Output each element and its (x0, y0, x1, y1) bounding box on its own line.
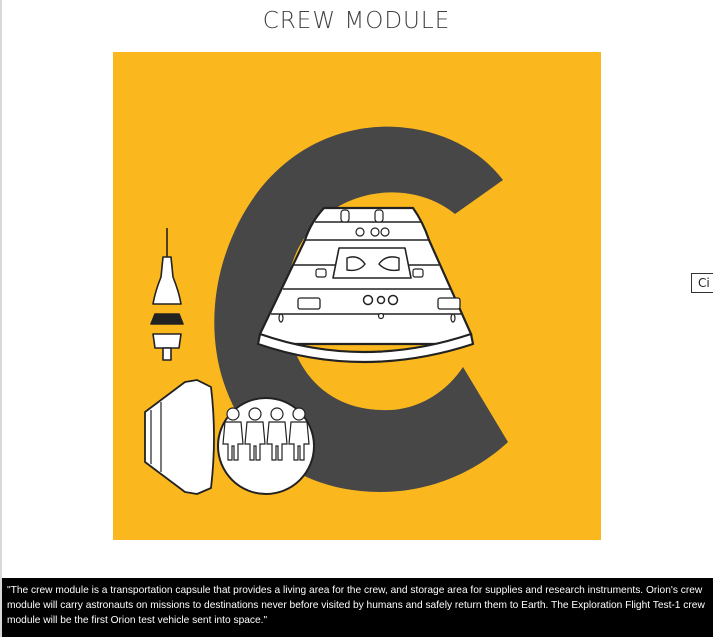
crew-circle (217, 397, 315, 495)
rocket-icon (150, 228, 184, 361)
left-border (0, 0, 2, 637)
astronaut-icon (288, 407, 310, 461)
astronaut-icon (222, 407, 244, 461)
letter-c-shape (214, 126, 508, 492)
crew-module-poster (113, 52, 601, 540)
astronaut-icon (244, 407, 266, 461)
side-tab-button[interactable]: Ci (691, 273, 713, 293)
cone-capsule-icon (144, 379, 215, 495)
capsule-icon (256, 206, 475, 364)
astronaut-icon (266, 407, 288, 461)
page-title: CREW MODULE (262, 8, 451, 34)
caption-text: "The crew module is a transportation cap… (2, 578, 713, 637)
